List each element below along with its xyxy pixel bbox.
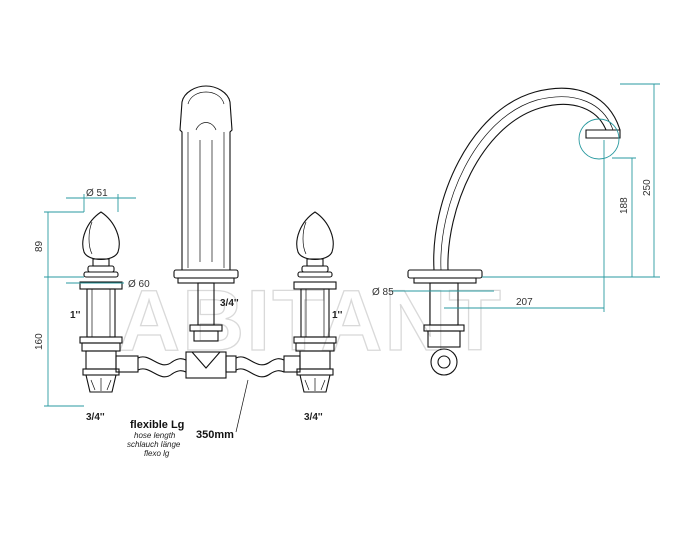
diameter-85-label: Ø 85: [372, 287, 394, 298]
hose-connection: [115, 351, 301, 379]
width-207-label: 207: [516, 297, 533, 308]
thread-34-right-label: 3/4'': [304, 412, 323, 423]
right-handle: [293, 211, 337, 393]
diameter-51-label: Ø 51: [86, 188, 108, 199]
thread-34-left-label: 3/4'': [86, 412, 105, 423]
diameter-60-label: Ø 60: [128, 279, 150, 290]
hose-note-title: flexible Lg: [130, 419, 184, 431]
height-160-label: 160: [34, 333, 45, 350]
hose-note-line-3: flexo lg: [144, 449, 170, 458]
thread-34-center-label: 3/4'': [220, 298, 239, 309]
dimension-lines: [44, 83, 660, 433]
watermark: ABITANT: [118, 273, 503, 369]
side-view-spout: [407, 87, 621, 376]
height-89-label: 89: [34, 240, 45, 252]
hose-note-line-1: hose length: [134, 431, 176, 440]
thread-1-right-label: 1'': [332, 310, 342, 321]
center-spout: [173, 85, 239, 342]
thread-1-left-label: 1'': [70, 310, 80, 321]
hose-note-line-2: schlauch länge: [127, 440, 181, 449]
height-188-label: 188: [619, 197, 630, 214]
height-250-label: 250: [642, 179, 653, 196]
hose-length-value: 350mm: [196, 429, 234, 441]
